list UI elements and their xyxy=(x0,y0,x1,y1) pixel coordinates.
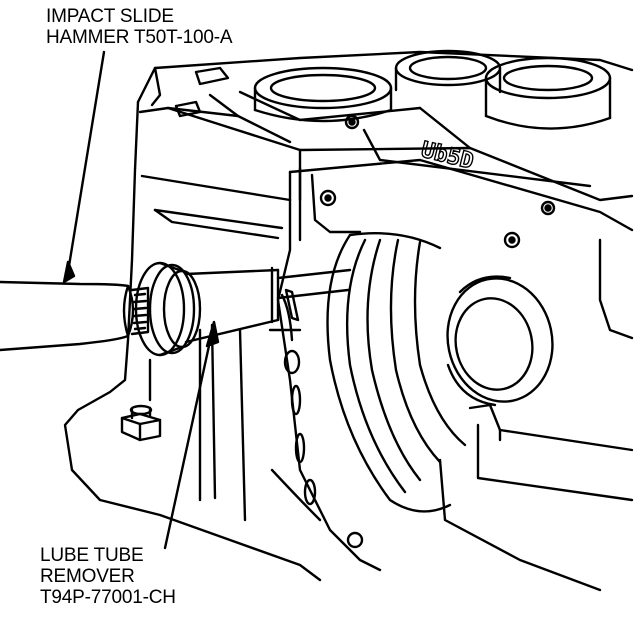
extension-housing-seal xyxy=(326,232,467,513)
callout-lube-tube-remover: LUBE TUBE REMOVER T94P-77001-CH xyxy=(40,545,176,608)
output-bore-sleeve xyxy=(446,275,554,407)
remover-collar xyxy=(134,261,202,357)
bearing-boss-left xyxy=(253,66,393,123)
callout-remover-line2: REMOVER xyxy=(40,566,135,587)
case-left-body xyxy=(63,100,322,582)
callout-remover-line1: LUBE TUBE xyxy=(40,545,144,566)
case-bolt xyxy=(120,404,162,442)
callout-slide-hammer-line1: IMPACT SLIDE xyxy=(46,6,174,27)
bearing-boss-right xyxy=(484,56,612,130)
case-top xyxy=(136,50,634,202)
leader-line-hammer xyxy=(62,50,106,284)
hammer-thread-adapter xyxy=(130,286,150,336)
callout-slide-hammer: IMPACT SLIDE HAMMER T50T-100-A xyxy=(46,6,233,48)
case-side-flange xyxy=(276,158,634,572)
impact-slide-hammer xyxy=(0,280,135,352)
top-bolt-holes xyxy=(344,114,556,216)
leader-line-remover xyxy=(163,320,220,550)
callout-slide-hammer-line2: HAMMER T50T-100-A xyxy=(46,27,233,48)
callout-remover-line3: T94P-77001-CH xyxy=(40,587,176,608)
case-lower-right xyxy=(438,238,634,592)
lube-tube-remover xyxy=(184,266,352,344)
bearing-boss-middle xyxy=(394,49,502,94)
